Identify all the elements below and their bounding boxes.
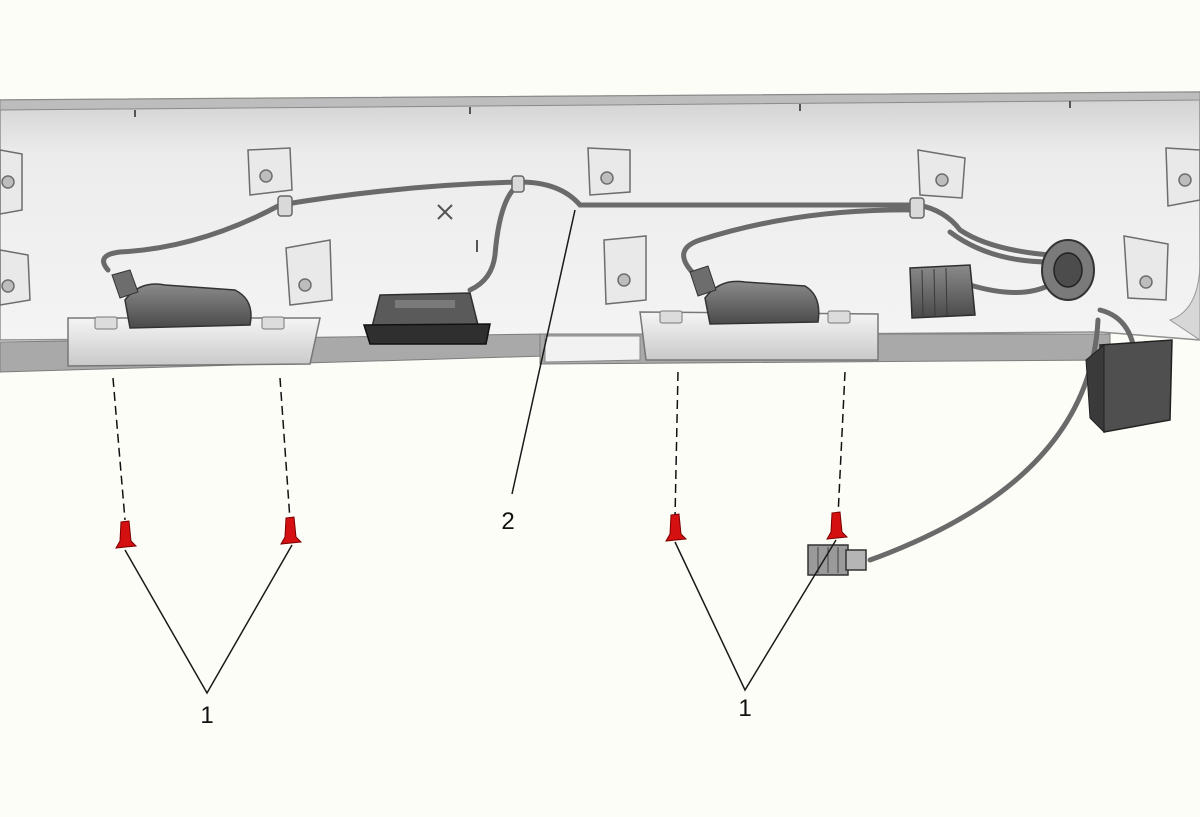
fastener-screw	[665, 513, 688, 542]
clip-bracket	[1165, 147, 1200, 207]
leader-lines	[124, 209, 837, 695]
fastener-screw	[115, 520, 138, 549]
clip-bracket	[603, 235, 647, 305]
callout-1-right: 1	[738, 695, 751, 722]
clip-bracket	[0, 149, 23, 215]
release-switch	[362, 292, 491, 345]
panel-clip-brackets	[0, 147, 1200, 306]
license-lamp-left	[67, 269, 321, 367]
camera-module	[1085, 339, 1173, 434]
harness-grommet	[1041, 239, 1095, 301]
inline-connector	[909, 264, 976, 319]
callout-1-left: 1	[200, 702, 213, 729]
clip-bracket	[1123, 235, 1169, 301]
wiring-harness	[101, 179, 1139, 563]
harness-clips	[277, 175, 925, 219]
clip-bracket	[0, 249, 31, 306]
callout-2: 2	[501, 508, 514, 535]
clip-bracket	[917, 149, 966, 199]
clip-bracket	[285, 239, 333, 306]
harness-end-connector	[807, 544, 867, 576]
license-lamp-right	[639, 265, 879, 361]
panel-marking	[437, 204, 478, 252]
installation-lines	[112, 371, 846, 521]
fastener-screw	[280, 516, 303, 545]
clip-bracket	[247, 147, 293, 196]
fastener-screw	[826, 511, 849, 540]
clip-bracket	[587, 147, 631, 196]
